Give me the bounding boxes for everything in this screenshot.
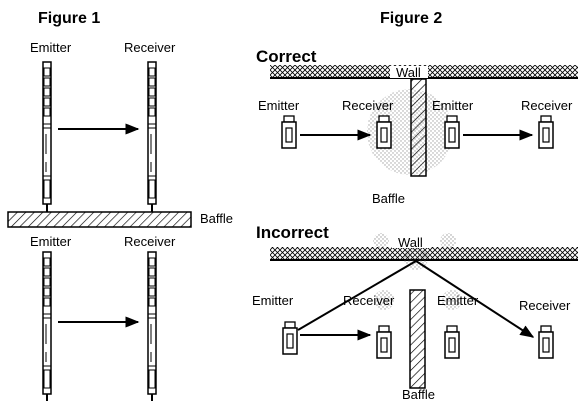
incorrect-emitter-1-sensor bbox=[282, 321, 298, 355]
correct-emitter-2-sensor bbox=[444, 115, 460, 149]
figure1-top-emitter-sensor bbox=[42, 61, 52, 213]
incorrect-receiver-2-label: Receiver bbox=[519, 298, 571, 313]
correct-baffle-label: Baffle bbox=[372, 191, 405, 206]
figure1-top-receiver-label: Receiver bbox=[124, 40, 176, 55]
incorrect-beam-reflected bbox=[415, 260, 535, 338]
correct-receiver-2-label: Receiver bbox=[521, 98, 573, 113]
incorrect-baffle-label: Baffle bbox=[402, 387, 435, 401]
incorrect-wall-label: Wall bbox=[398, 235, 423, 250]
figure1-bottom-emitter-sensor bbox=[42, 251, 52, 401]
figure1-baffle-label: Baffle bbox=[200, 211, 233, 226]
correct-heading: Correct bbox=[256, 47, 317, 66]
figure1-bottom-receiver-sensor bbox=[147, 251, 157, 401]
incorrect-receiver-1-sensor bbox=[376, 325, 392, 359]
incorrect-receiver-2-sensor bbox=[538, 325, 554, 359]
incorrect-emitter-1-label: Emitter bbox=[252, 293, 294, 308]
correct-baffle bbox=[410, 78, 427, 177]
figure1-top-emitter-label: Emitter bbox=[30, 40, 72, 55]
figure1-title: Figure 1 bbox=[38, 10, 100, 27]
correct-emitter-2-label: Emitter bbox=[432, 98, 474, 113]
correct-emitter-1-sensor bbox=[281, 115, 297, 149]
incorrect-wall-label-bg bbox=[392, 235, 430, 248]
correct-receiver-1-label: Receiver bbox=[342, 98, 394, 113]
correct-wall-label-bg bbox=[390, 66, 428, 78]
figure2-title: Figure 2 bbox=[380, 10, 442, 27]
correct-light-spread-zone bbox=[367, 89, 453, 175]
figure1-top-receiver-sensor bbox=[147, 61, 157, 213]
figure1-bottom-receiver-label: Receiver bbox=[124, 234, 176, 249]
figure1-baffle bbox=[7, 211, 192, 228]
incorrect-emitter-2-label: Emitter bbox=[437, 293, 479, 308]
figure1-bottom-emitter-label: Emitter bbox=[30, 234, 72, 249]
incorrect-heading: Incorrect bbox=[256, 223, 329, 242]
correct-receiver-1-sensor bbox=[376, 115, 392, 149]
correct-emitter-1-label: Emitter bbox=[258, 98, 300, 113]
incorrect-emitter-2-sensor bbox=[444, 325, 460, 359]
incorrect-baffle bbox=[409, 289, 426, 389]
correct-wall-label: Wall bbox=[396, 65, 421, 80]
incorrect-receiver-1-label: Receiver bbox=[343, 293, 395, 308]
correct-receiver-2-sensor bbox=[538, 115, 554, 149]
incorrect-beam-to-wall bbox=[297, 260, 417, 331]
